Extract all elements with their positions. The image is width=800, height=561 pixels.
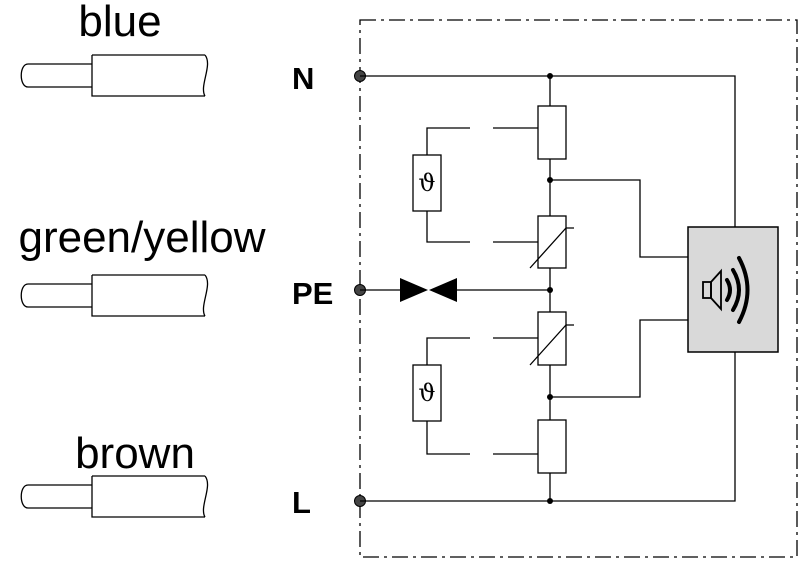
terminal-label-l: L <box>292 485 311 520</box>
wire-signal-upper <box>550 179 688 258</box>
device-housing <box>359 19 798 558</box>
spark-gap-icon <box>400 278 457 302</box>
wire-label-green-yellow: green/yellow <box>18 213 265 262</box>
thermal-sensor-upper <box>412 154 442 212</box>
cable-blue <box>20 54 209 97</box>
cable-brown <box>20 475 209 518</box>
terminal-label-n: N <box>292 61 314 96</box>
cable-green-yellow <box>20 274 209 317</box>
fuse-upper <box>537 105 567 160</box>
theta-symbol: ϑ <box>418 379 435 407</box>
thermal-link-upper: ϑ <box>412 127 538 243</box>
thermal-sensor-lower <box>412 364 442 422</box>
terminal-label-pe: PE <box>292 276 333 311</box>
varistor-lower <box>529 311 574 366</box>
wire-signal-lower <box>550 319 688 398</box>
speaker-icon <box>702 256 750 324</box>
wire-label-blue: blue <box>78 0 161 46</box>
junction-dot <box>547 287 553 293</box>
junction-dot <box>547 73 553 79</box>
varistor-upper <box>529 215 574 269</box>
thermal-link-lower: ϑ <box>412 337 538 455</box>
theta-symbol: ϑ <box>418 169 435 197</box>
wire-n-rail <box>360 75 736 227</box>
fuse-lower <box>537 419 567 474</box>
buzzer-module <box>687 226 779 353</box>
wire-l-rail <box>360 352 736 502</box>
wire-label-brown: brown <box>75 429 195 478</box>
junction-dot <box>547 498 553 504</box>
